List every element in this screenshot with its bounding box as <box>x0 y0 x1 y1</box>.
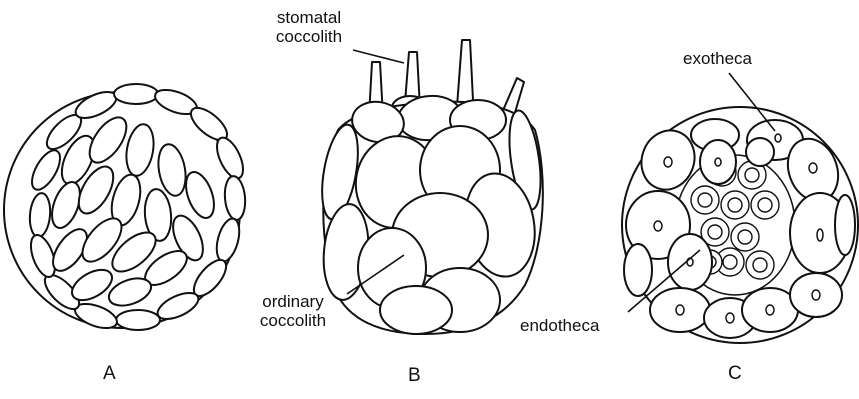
panel-a-coccosphere <box>4 84 248 333</box>
panel-letter-b: B <box>408 365 421 387</box>
panel-letter-a: A <box>103 363 116 385</box>
panel-b-coccosphere <box>316 40 546 334</box>
label-ordinary-coccolith: ordinary coccolith <box>236 292 350 330</box>
label-endotheca: endotheca <box>520 316 599 335</box>
label-stomatal-coccolith: stomatal coccolith <box>246 8 372 46</box>
label-exotheca: exotheca <box>683 49 752 68</box>
panel-letter-c: C <box>728 363 742 385</box>
panel-c-coccosphere <box>622 107 858 343</box>
